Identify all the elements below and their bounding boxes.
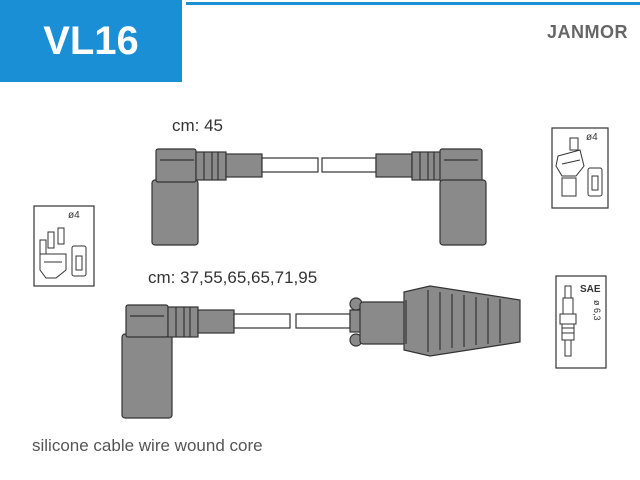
left-diameter-label: ø4 bbox=[68, 210, 80, 221]
long-cable bbox=[121, 285, 521, 419]
right-diameter-label: ø4 bbox=[586, 132, 598, 143]
distributor-icon-left bbox=[33, 205, 95, 287]
short-cable-wire bbox=[261, 157, 377, 173]
product-code: VL16 bbox=[43, 19, 139, 63]
header-rule bbox=[186, 2, 640, 5]
spark-plug-standard: SAE bbox=[580, 284, 601, 295]
cable-description: silicone cable wire wound core bbox=[32, 436, 263, 455]
left-angle-boot bbox=[151, 148, 263, 246]
distributor-icon-right bbox=[551, 127, 609, 209]
right-angle-boot bbox=[375, 148, 487, 246]
spark-plug-size: ø 6,3 bbox=[592, 300, 602, 321]
straight-plug-boot bbox=[349, 285, 521, 357]
short-cable bbox=[151, 148, 487, 246]
short-cable-length: cm: 45 bbox=[172, 116, 224, 135]
long-cable-wire bbox=[233, 313, 351, 329]
product-code-box bbox=[0, 0, 182, 82]
lower-angle-boot bbox=[121, 304, 235, 419]
brand-name: JANMOR bbox=[546, 22, 628, 42]
long-cable-lengths: cm: 37,55,65,65,71,95 bbox=[148, 268, 318, 287]
spark-plug-icon bbox=[555, 275, 607, 369]
